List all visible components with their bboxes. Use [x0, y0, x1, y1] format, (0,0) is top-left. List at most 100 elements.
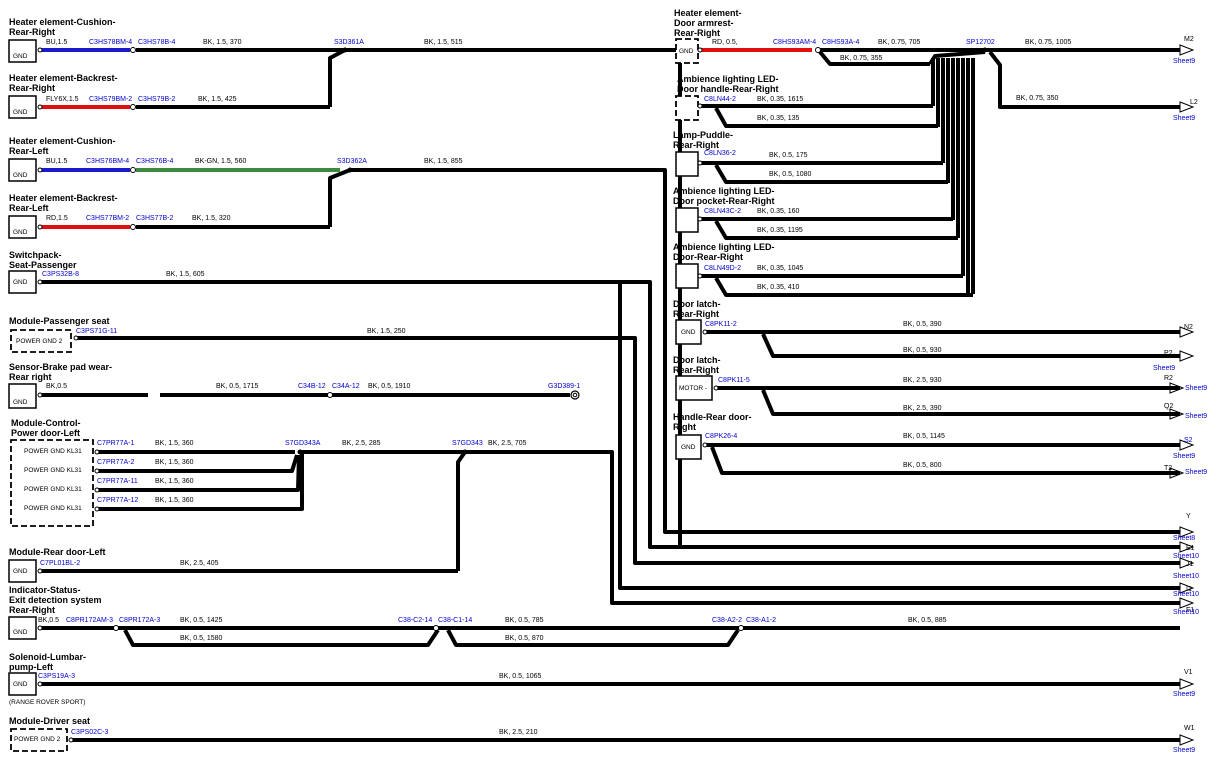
ref-r2[interactable]: R2 Sheet9 — [1164, 375, 1207, 394]
sheet-link[interactable]: Sheet9 — [1185, 413, 1207, 420]
sheet-link[interactable]: Sheet9 — [1185, 385, 1207, 392]
sheet-link[interactable]: Sheet9 — [1173, 115, 1195, 122]
component-handle-rear-door[interactable]: Handle-Rear door- Right GND C8PK26-4 BK,… — [673, 412, 945, 469]
wire-spec: BK, 1.5, 360 — [155, 497, 194, 504]
component-module-passenger-seat[interactable]: Module-Passenger seat POWER GND 2 C3PS71… — [9, 316, 406, 353]
sheet-link[interactable]: Sheet9 — [1173, 58, 1195, 65]
pin-label: GND — [13, 229, 28, 236]
component-title: Lamp-Puddle- — [673, 130, 733, 140]
sheet-link[interactable]: Sheet10 — [1173, 573, 1199, 580]
wire-spec: BK, 0.75, 1005 — [1025, 39, 1071, 46]
component-module-driver-seat[interactable]: Module-Driver seat POWER GND 2 C3PS02C-3… — [9, 716, 538, 752]
component-heater-backrest-rear-right[interactable]: Heater element-Backrest- Rear-Right GND … — [8, 73, 237, 119]
ref-s2[interactable]: S2 Sheet9 — [1173, 437, 1195, 460]
ref-l2[interactable]: L2 Sheet9 — [1173, 99, 1198, 122]
component-title: Handle-Rear door- — [673, 412, 752, 422]
component-box — [8, 270, 37, 294]
component-sensor-brake-pad[interactable]: Sensor-Brake pad wear- Rear right GND BK… — [8, 362, 580, 409]
component-title: Door latch- — [673, 355, 721, 365]
component-title: Heater element-Backrest- — [9, 193, 118, 203]
component-module-rear-door-left[interactable]: Module-Rear door-Left GND C7PL01BL-2 BK,… — [8, 547, 219, 583]
sheet-link[interactable]: Sheet9 — [1173, 747, 1195, 754]
wire — [76, 336, 1180, 565]
ref-code: M2 — [1184, 36, 1194, 43]
sheet-link[interactable]: Sheet10 — [1173, 591, 1199, 598]
ref-n2[interactable]: N2 — [1179, 324, 1195, 338]
ref-y[interactable]: Y Sheet8 — [1173, 513, 1195, 542]
pin-label: MOTOR - — [679, 385, 707, 392]
ref-code: T2 — [1164, 465, 1172, 472]
ref-p2[interactable]: P2 Sheet9 — [1153, 350, 1195, 372]
component-heater-cushion-rear-right[interactable]: Heater element-Cushion- Rear-Right GND B… — [8, 17, 242, 63]
ref-code: E1 — [1186, 545, 1195, 552]
sheet-link[interactable]: Sheet10 — [1173, 609, 1199, 616]
ref-code: F1 — [1186, 607, 1194, 614]
component-ambience-handle[interactable]: Ambience lighting LED- Door handle-Rear-… — [675, 74, 803, 122]
arrow-icon — [1179, 439, 1195, 451]
arrow-icon — [1179, 101, 1195, 113]
component-switchpack[interactable]: Switchpack- Seat-Passenger GND C3PS32B-8… — [8, 250, 205, 294]
component-indicator-exit-detection[interactable]: Indicator-Status- Exit detection system … — [8, 585, 947, 642]
component-title: Rear-Right — [9, 605, 55, 615]
component-door-latch-1[interactable]: Door latch- Rear-Right GND C8PK11-2 BK, … — [673, 299, 942, 354]
component-door-latch-2[interactable]: Door latch- Rear-Right MOTOR - C8PK11-5 … — [673, 355, 942, 412]
component-module-control-door[interactable]: Module-Control- Power door-Left POWER GN… — [10, 418, 527, 527]
pin-label: POWER GND KL31 — [24, 467, 82, 474]
component-ambience-door[interactable]: Ambience lighting LED- Door-Rear-Right C… — [673, 242, 803, 291]
splice-label: S3D362A — [337, 158, 367, 165]
pin-label: GND — [681, 444, 696, 451]
component-box — [675, 151, 699, 177]
component-ambience-pocket[interactable]: Ambience lighting LED- Door pocket-Rear-… — [673, 186, 803, 234]
wire-spec: BK, 0.35, 410 — [757, 284, 800, 291]
component-title: Solenoid-Lumbar- — [9, 652, 86, 662]
sheet-link[interactable]: Sheet9 — [1153, 365, 1175, 372]
connector-label: C8LN36-2 — [704, 150, 736, 157]
wire — [328, 48, 680, 107]
component-title: Power door-Left — [11, 428, 80, 438]
component-title: Door handle-Rear-Right — [677, 84, 779, 94]
wire-spec: BK, 2.5, 210 — [499, 729, 538, 736]
sheet-link[interactable]: Sheet9 — [1173, 453, 1195, 460]
splice-label: S3D361A — [334, 39, 364, 46]
component-heater-backrest-rear-left[interactable]: Heater element-Backrest- Rear-Left GND R… — [8, 193, 231, 239]
connector-label: C38-A2-2 — [712, 617, 742, 624]
ref-q2[interactable]: Q2 Sheet9 — [1164, 403, 1207, 420]
component-title: Seat-Passenger — [9, 260, 77, 270]
wire — [988, 50, 1180, 109]
component-solenoid-lumbar[interactable]: Solenoid-Lumbar- pump-Left GND C3PS19A-3… — [8, 652, 542, 706]
connector-pins — [37, 47, 821, 743]
ref-w1[interactable]: W1 Sheet9 — [1173, 725, 1195, 754]
ref-f1[interactable]: F1 Sheet10 — [1173, 597, 1199, 616]
sheet-link[interactable]: Sheet10 — [1173, 553, 1199, 560]
component-heater-door-armrest[interactable]: Heater element- Door armrest- Rear-Right… — [674, 8, 1071, 102]
ref-code: P2 — [1164, 350, 1173, 357]
ref-j1[interactable]: J1 Sheet10 — [1173, 557, 1199, 580]
ref-m2[interactable]: M2 Sheet9 — [1173, 36, 1195, 65]
connector-label: C7PR77A-2 — [97, 459, 134, 466]
wire — [714, 219, 958, 240]
component-heater-cushion-rear-left[interactable]: Heater element-Cushion- Rear-Left GND BU… — [8, 136, 246, 182]
wire-spec: BU,1.5 — [46, 158, 68, 165]
sheet-link[interactable]: Sheet9 — [1185, 469, 1207, 476]
ref-t2[interactable]: T2 Sheet9 — [1164, 465, 1207, 479]
component-lamp-puddle[interactable]: Lamp-Puddle- Rear-Right C8LN36-2 BK, 0.5… — [673, 130, 812, 178]
ref-v1[interactable]: V1 Sheet9 — [1173, 669, 1195, 698]
ref-code: N2 — [1184, 324, 1193, 331]
connector-label: C3PS32B-8 — [42, 271, 79, 278]
wire-spec: BK, 0.5, 930 — [903, 347, 942, 354]
ref-code: I1 — [1186, 586, 1192, 593]
sheet-link[interactable]: Sheet8 — [1173, 535, 1195, 542]
splice-dot — [347, 167, 353, 173]
connector-label: C8PK26-4 — [705, 433, 737, 440]
component-title: Door armrest- — [674, 18, 734, 28]
ref-i1[interactable]: I1 Sheet10 — [1173, 582, 1199, 598]
wire-spec: BK, 1.5, 320 — [192, 215, 231, 222]
component-box — [10, 329, 72, 353]
connector-label: C3HS79BM-2 — [89, 96, 132, 103]
component-title: Door pocket-Rear-Right — [673, 196, 775, 206]
sheet-link[interactable]: Sheet9 — [1173, 691, 1195, 698]
wire-spec: BK, 0.5, 175 — [769, 152, 808, 159]
wire-spec: RD,1.5 — [46, 215, 68, 222]
component-title: Module-Control- — [11, 418, 80, 428]
ref-e1[interactable]: E1 Sheet10 — [1173, 541, 1199, 560]
